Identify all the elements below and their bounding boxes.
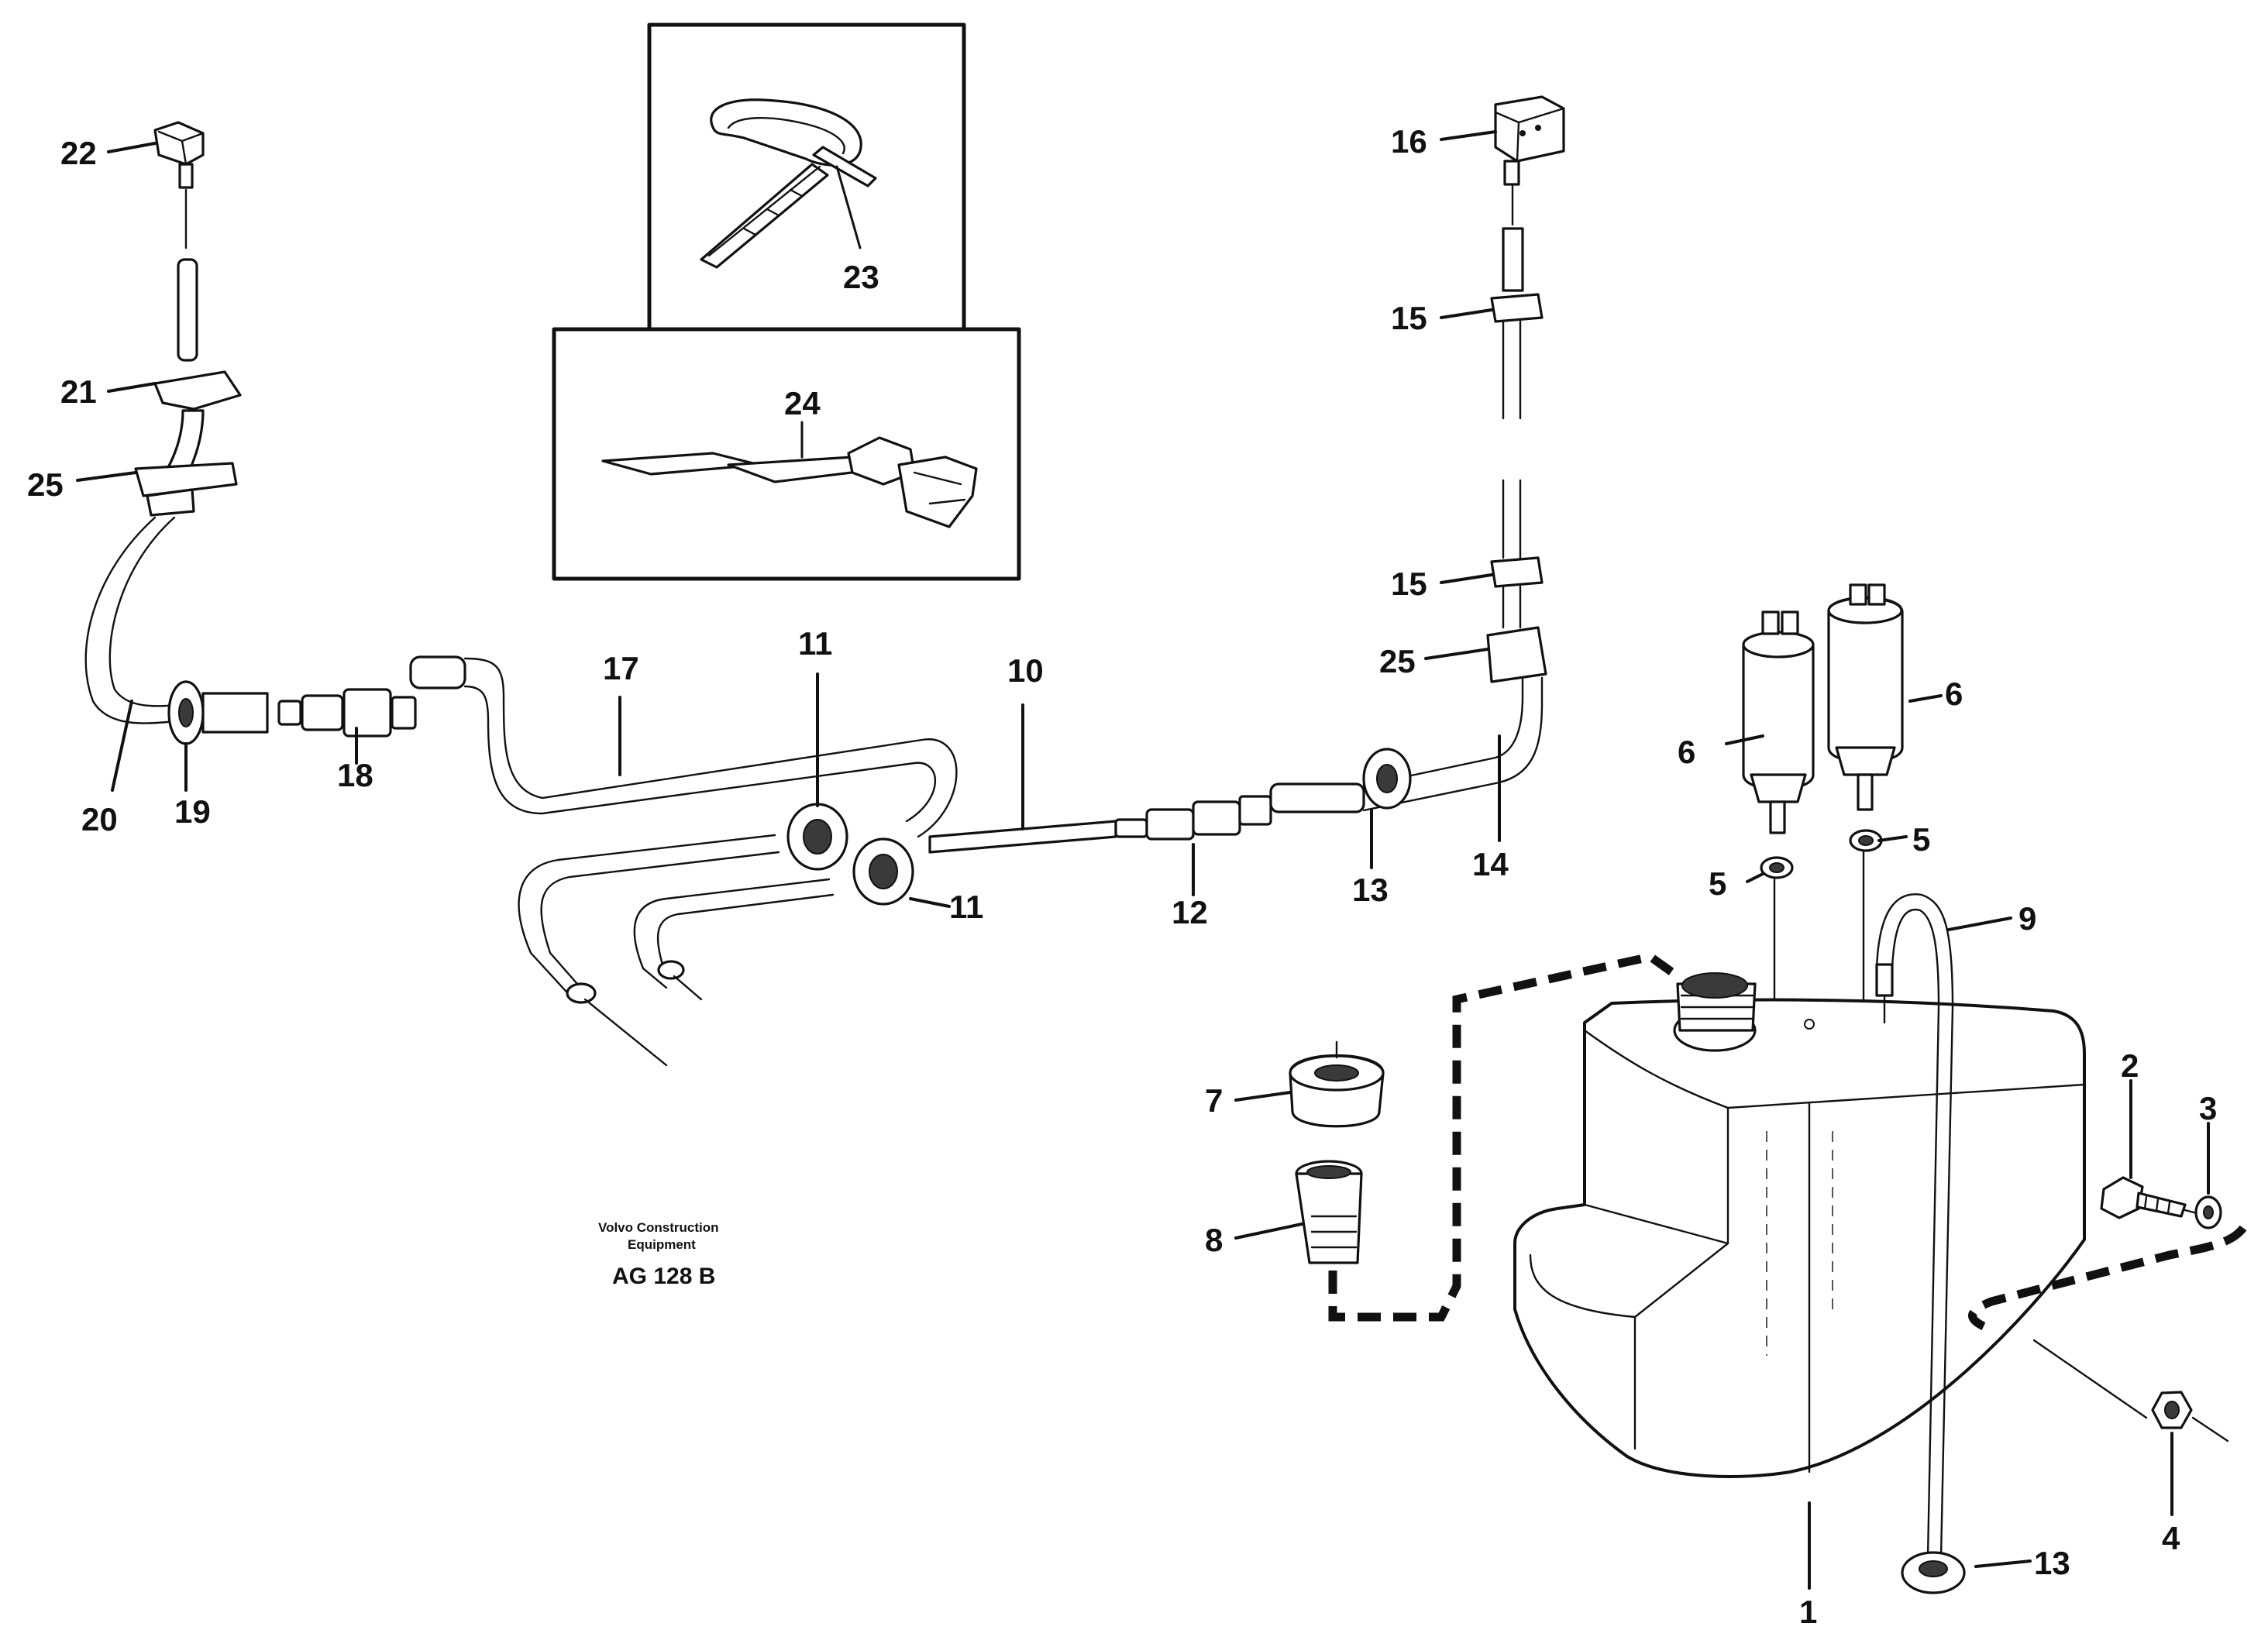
callout-21: 21 — [60, 373, 97, 410]
dashed-guide-filter — [1328, 952, 1681, 1322]
callout-20: 20 — [81, 801, 118, 837]
callout-12: 12 — [1172, 894, 1208, 930]
callout-18: 18 — [337, 757, 373, 793]
callout-17: 17 — [603, 650, 639, 686]
credit-line-2: Equipment — [628, 1237, 696, 1252]
callout-2: 2 — [2121, 1047, 2139, 1084]
leader-lines — [76, 130, 2210, 1590]
callout-6-right: 6 — [1945, 676, 1963, 712]
tank-hose — [1875, 893, 1966, 1594]
callout-11-bottom: 11 — [949, 889, 983, 925]
callout-15-bottom: 15 — [1391, 566, 1427, 602]
right-nozzle-assembly — [1486, 95, 1565, 683]
pumps — [1742, 583, 1904, 1350]
callout-25-left: 25 — [27, 466, 64, 503]
callout-11-top: 11 — [798, 625, 832, 662]
drawing-code: AG 128 B — [612, 1264, 715, 1289]
callout-1: 1 — [1799, 1594, 1817, 1630]
callout-22: 22 — [60, 135, 97, 171]
callout-9: 9 — [2018, 900, 2036, 937]
callout-7: 7 — [1205, 1082, 1223, 1119]
grommets — [786, 803, 914, 906]
pipe-and-connector — [928, 676, 1544, 854]
washer-tank — [1513, 972, 2086, 1478]
callout-16: 16 — [1391, 123, 1427, 160]
callout-13-right: 13 — [2034, 1545, 2070, 1581]
callout-5-left: 5 — [1709, 865, 1726, 902]
connector-and-hoses — [277, 655, 958, 1067]
inset-strap: 24 — [552, 327, 1021, 581]
callout-14: 14 — [1472, 846, 1509, 882]
credit-line-1: Volvo Construction — [598, 1220, 719, 1235]
inset-cable-tie: 23 — [647, 22, 966, 335]
cap-and-filter — [1289, 1040, 1385, 1264]
left-nozzle-assembly — [84, 121, 269, 745]
callout-23: 23 — [843, 259, 879, 295]
callout-24: 24 — [784, 385, 821, 421]
callout-5-right: 5 — [1912, 821, 1930, 858]
fasteners — [2032, 1176, 2229, 1443]
callout-10: 10 — [1007, 652, 1044, 689]
callout-8: 8 — [1205, 1222, 1223, 1258]
dashed-guide-bracket — [1968, 1225, 2247, 1330]
callout-13-left: 13 — [1352, 872, 1389, 908]
callout-15-top: 15 — [1391, 300, 1427, 336]
callout-6-left: 6 — [1678, 734, 1695, 770]
callout-19: 19 — [174, 793, 211, 830]
callout-4: 4 — [2162, 1520, 2180, 1556]
callout-3: 3 — [2199, 1090, 2217, 1126]
callout-25-right: 25 — [1379, 643, 1416, 679]
